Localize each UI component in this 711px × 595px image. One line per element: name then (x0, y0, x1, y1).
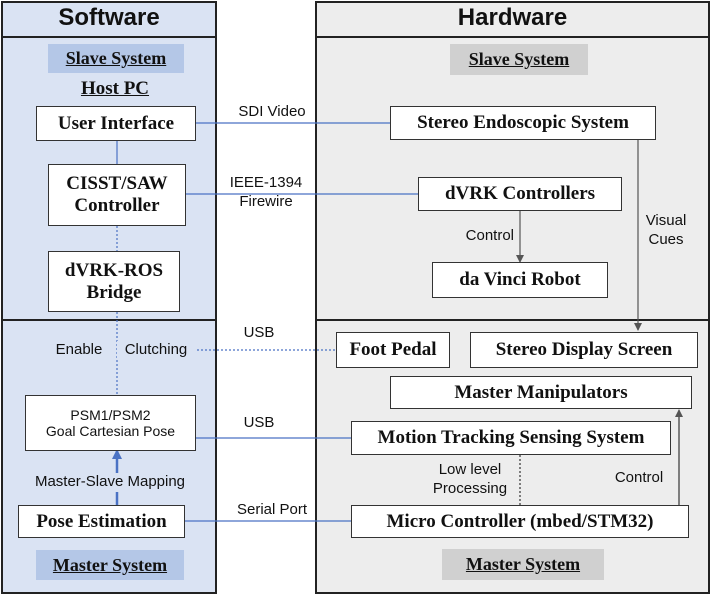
hardware-slave-system-tag: Slave System (450, 44, 588, 75)
hardware-section-divider (315, 319, 710, 321)
software-header-divider (1, 36, 217, 38)
visual-line1: Visual (645, 212, 687, 229)
master-slave-mapping-label: Master-Slave Mapping (10, 473, 210, 492)
cisst-line2: Controller (74, 195, 160, 216)
psm-line2: Goal Cartesian Pose (45, 423, 176, 439)
hardware-header-divider (315, 36, 710, 38)
control-label: Control (465, 227, 514, 244)
serial-port-label: Serial Port (236, 501, 308, 518)
software-section-divider (1, 319, 217, 321)
sdi-video-label: SDI Video (238, 103, 306, 120)
ros-line1: dVRK-ROS (64, 259, 164, 281)
visual-line2: Cues (648, 230, 684, 248)
micro-controller-node: Micro Controller (mbed/STM32) (351, 505, 689, 538)
ieee-line2: Firewire (239, 192, 293, 210)
psm-line1: PSM1/PSM2 (70, 406, 151, 423)
software-master-system-tag: Master System (36, 550, 184, 580)
user-interface-node: User Interface (36, 106, 196, 141)
foot-pedal-node: Foot Pedal (336, 332, 450, 368)
host-pc-label: Host PC (80, 78, 150, 99)
psm-goal-pose-node: PSM1/PSM2 Goal Cartesian Pose (25, 395, 196, 451)
stereo-endoscopic-node: Stereo Endoscopic System (390, 106, 656, 140)
enable-label: Enable (50, 341, 108, 360)
low-level-processing-label: Low level Processing (426, 461, 514, 499)
visual-cues-label: Visual Cues (640, 212, 692, 250)
ieee-firewire-label: IEEE-1394 Firewire (218, 174, 314, 212)
control-right-label: Control (614, 469, 664, 486)
hardware-title: Hardware (457, 4, 568, 31)
low-line2: Processing (432, 479, 508, 497)
clutching-label: Clutching (117, 341, 195, 360)
ieee-line1: IEEE-1394 (229, 174, 303, 191)
ros-line2: Bridge (86, 281, 142, 303)
cisst-saw-controller-node: CISST/SAW Controller (48, 164, 186, 226)
master-manipulators-node: Master Manipulators (390, 376, 692, 409)
software-title: Software (58, 4, 160, 31)
stereo-display-node: Stereo Display Screen (470, 332, 698, 368)
low-line1: Low level (438, 461, 502, 478)
pose-estimation-node: Pose Estimation (18, 505, 185, 538)
dvrk-ros-bridge-node: dVRK-ROS Bridge (48, 251, 180, 312)
dvrk-controllers-node: dVRK Controllers (418, 177, 622, 211)
hardware-master-system-tag: Master System (442, 549, 604, 580)
motion-tracking-node: Motion Tracking Sensing System (351, 421, 671, 455)
da-vinci-robot-node: da Vinci Robot (432, 262, 608, 298)
cisst-line1: CISST/SAW (66, 173, 168, 195)
usb-top-label: USB (243, 324, 275, 341)
software-slave-system-tag: Slave System (48, 44, 184, 73)
usb-mid-label: USB (243, 414, 275, 431)
